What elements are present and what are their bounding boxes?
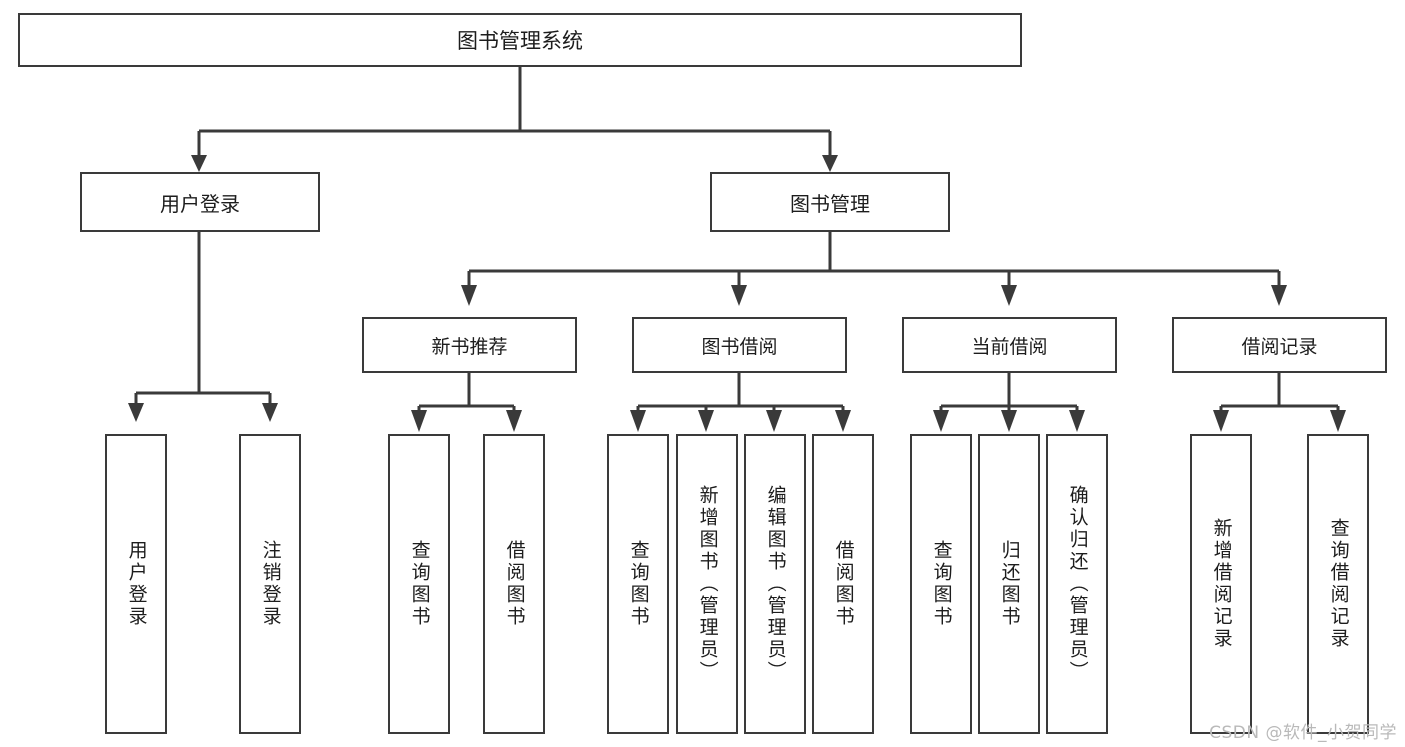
leaf-query-borrow-record[interactable]: 查询借阅记录 — [1307, 434, 1369, 734]
node-user-login-label: 用户登录 — [160, 191, 240, 216]
leaf-logout-label: 注销登录 — [259, 540, 282, 628]
leaf-add-borrow-record[interactable]: 新增借阅记录 — [1190, 434, 1252, 734]
node-current-borrow[interactable]: 当前借阅 — [902, 317, 1117, 373]
leaf-user-login[interactable]: 用户登录 — [105, 434, 167, 734]
node-new-book-recommend-label: 新书推荐 — [431, 335, 508, 358]
arrow-borrow-record — [1271, 285, 1287, 306]
arrow-leaf-borrow-book-1 — [506, 410, 522, 432]
leaf-return-book[interactable]: 归还图书 — [978, 434, 1040, 734]
leaf-query-book-1-label: 查询图书 — [408, 540, 431, 628]
node-borrow-record-label: 借阅记录 — [1241, 335, 1318, 358]
node-borrow-record[interactable]: 借阅记录 — [1172, 317, 1387, 373]
leaf-query-book-1[interactable]: 查询图书 — [388, 434, 450, 734]
arrow-leaf-confirm-return — [1069, 410, 1085, 432]
leaf-borrow-book-2-label: 借阅图书 — [832, 540, 855, 628]
leaf-return-book-label: 归还图书 — [998, 540, 1021, 628]
arrow-leaf-add-record — [1213, 410, 1229, 432]
node-book-management[interactable]: 图书管理 — [710, 172, 950, 232]
node-book-borrow[interactable]: 图书借阅 — [632, 317, 847, 373]
arrow-leaf-borrow-book-2 — [835, 410, 851, 432]
arrow-user-login — [191, 155, 207, 172]
arrow-leaf-logout — [262, 403, 278, 422]
leaf-confirm-return-admin-label: 确认归还（管理员） — [1066, 485, 1089, 683]
node-root-label: 图书管理系统 — [457, 29, 583, 53]
leaf-logout[interactable]: 注销登录 — [239, 434, 301, 734]
leaf-add-book-admin-label: 新增图书（管理员） — [696, 485, 719, 683]
leaf-user-login-label: 用户登录 — [125, 540, 148, 628]
leaf-borrow-book-1-label: 借阅图书 — [503, 540, 526, 628]
node-user-login[interactable]: 用户登录 — [80, 172, 320, 232]
node-new-book-recommend[interactable]: 新书推荐 — [362, 317, 577, 373]
arrow-book-borrow — [731, 285, 747, 306]
node-root[interactable]: 图书管理系统 — [18, 13, 1022, 67]
leaf-confirm-return-admin[interactable]: 确认归还（管理员） — [1046, 434, 1108, 734]
node-book-borrow-label: 图书借阅 — [701, 335, 778, 358]
leaf-edit-book-admin-label: 编辑图书（管理员） — [764, 485, 787, 683]
arrow-current-borrow — [1001, 285, 1017, 306]
arrow-leaf-user-login — [128, 403, 144, 422]
node-book-management-label: 图书管理 — [790, 191, 870, 216]
leaf-borrow-book-1[interactable]: 借阅图书 — [483, 434, 545, 734]
node-current-borrow-label: 当前借阅 — [971, 335, 1048, 358]
leaf-add-book-admin[interactable]: 新增图书（管理员） — [676, 434, 738, 734]
leaf-add-borrow-record-label: 新增借阅记录 — [1210, 518, 1233, 650]
arrow-leaf-edit-book — [766, 410, 782, 432]
arrow-new-book-rec — [461, 285, 477, 306]
arrow-leaf-query-book-1 — [411, 410, 427, 432]
leaf-query-book-3-label: 查询图书 — [930, 540, 953, 628]
arrow-leaf-return-book — [1001, 410, 1017, 432]
leaf-borrow-book-2[interactable]: 借阅图书 — [812, 434, 874, 734]
leaf-edit-book-admin[interactable]: 编辑图书（管理员） — [744, 434, 806, 734]
arrow-leaf-query-book-3 — [933, 410, 949, 432]
leaf-query-book-2[interactable]: 查询图书 — [607, 434, 669, 734]
arrow-leaf-query-record — [1330, 410, 1346, 432]
arrow-book-mgmt — [822, 155, 838, 172]
leaf-query-borrow-record-label: 查询借阅记录 — [1327, 518, 1350, 650]
arrow-leaf-query-book-2 — [630, 410, 646, 432]
leaf-query-book-3[interactable]: 查询图书 — [910, 434, 972, 734]
leaf-query-book-2-label: 查询图书 — [627, 540, 650, 628]
arrow-leaf-add-book — [698, 410, 714, 432]
